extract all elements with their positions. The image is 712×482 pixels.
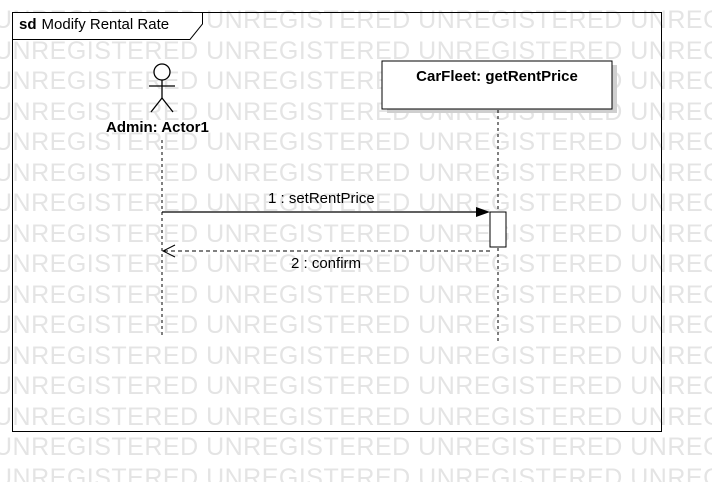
actor-stick-figure[interactable] [149,63,175,113]
message-2-label: 2 : confirm [291,255,362,272]
activation-bar[interactable] [489,211,507,248]
object-label: CarFleet: getRentPrice [416,68,578,85]
actor-label: Admin: Actor1 [106,119,209,136]
object-box[interactable] [381,60,613,110]
frame-title-tab [12,12,203,40]
frame-name: Modify Rental Rate [41,16,170,33]
frame-keyword: sd [19,16,37,33]
message-confirm-return-arrow[interactable] [161,244,490,258]
sequence-diagram-frame [12,12,662,432]
message-1-label: 1 : setRentPrice [268,190,375,207]
message-set-rent-price-arrow[interactable] [162,207,490,217]
